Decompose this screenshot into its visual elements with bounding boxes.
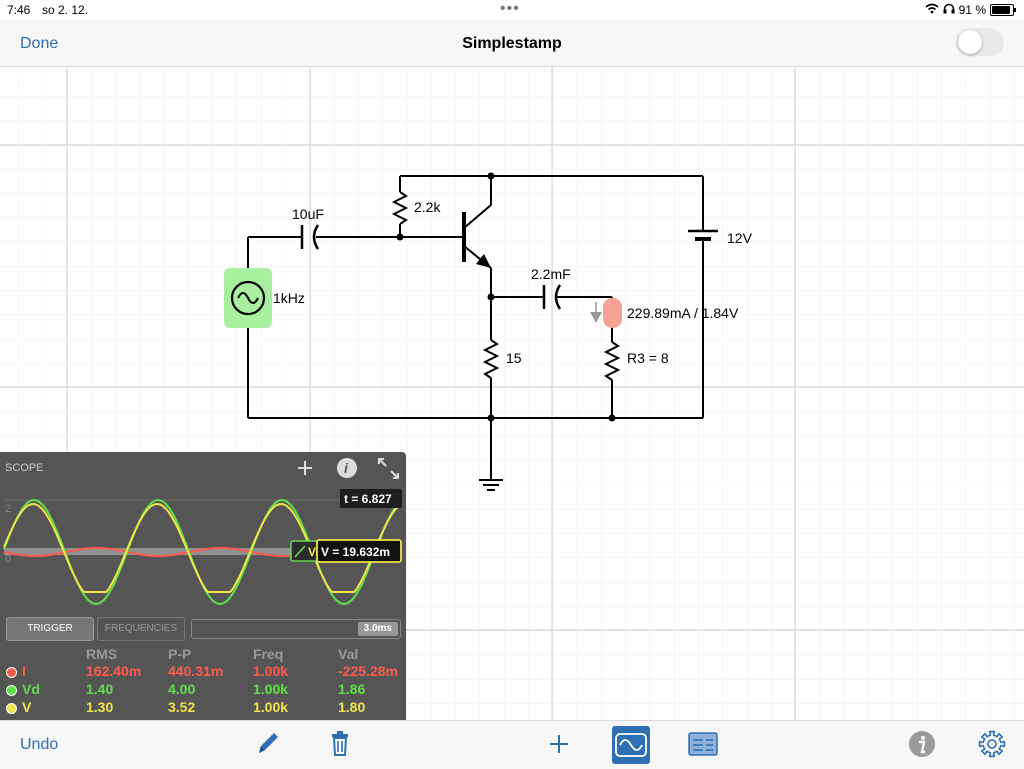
bottom-toolbar: Undo xyxy=(0,720,1024,769)
status-time: 7:46 xyxy=(7,3,31,17)
frequencies-button[interactable]: FREQUENCIES xyxy=(97,617,185,641)
add-component-icon[interactable] xyxy=(547,729,571,762)
stat-vd-freq: 1.00k xyxy=(253,681,289,697)
stat-vd-name: Vd xyxy=(22,681,40,697)
settings-gear-icon[interactable] xyxy=(978,730,1006,763)
scope-voltage-text: V = 19.632m xyxy=(321,545,390,559)
stat-v-val: 1.80 xyxy=(338,699,366,715)
toggle-knob xyxy=(958,30,982,54)
status-right: 91 % xyxy=(925,3,1016,17)
wires xyxy=(247,175,704,480)
trace-i-dot[interactable] xyxy=(6,667,17,678)
scope-header-icons: i xyxy=(298,458,399,479)
svg-text:i: i xyxy=(344,460,349,476)
current-probe[interactable]: 229.89mA / 1.84V xyxy=(590,298,739,328)
probe-readout: 229.89mA / 1.84V xyxy=(627,305,739,321)
trace-v-dot[interactable] xyxy=(6,703,17,714)
done-button[interactable]: Done xyxy=(20,35,59,52)
battery-12v[interactable]: 12V xyxy=(688,220,753,246)
resistor-r3-label: R3 = 8 xyxy=(627,350,669,366)
scope-expand-icon[interactable] xyxy=(378,458,399,479)
junction-dots xyxy=(396,172,616,422)
stat-i-val: -225.28m xyxy=(338,663,398,679)
capacitor-2-2mf[interactable]: 2.2mF xyxy=(531,266,571,310)
wifi-icon xyxy=(925,3,939,17)
scope-plot[interactable]: 2 0 t = 6.827 V V = 19.632m xyxy=(0,452,406,612)
scope-y-top-label: 2 xyxy=(5,503,11,515)
stat-v-name: V xyxy=(22,699,32,715)
resistor-15[interactable]: 15 xyxy=(482,339,522,379)
scope-v-tag: V xyxy=(308,545,316,559)
capacitor-2-2mf-label: 2.2mF xyxy=(531,266,571,282)
stat-i-name: I xyxy=(22,663,26,679)
stat-v-freq: 1.00k xyxy=(253,699,289,715)
undo-button[interactable]: Undo xyxy=(20,736,59,753)
battery-percent: 91 % xyxy=(958,3,986,17)
info-icon[interactable] xyxy=(908,730,936,763)
simulation-toggle[interactable] xyxy=(956,28,1004,56)
stat-vd-rms: 1.40 xyxy=(86,681,114,697)
scope-view-icon[interactable] xyxy=(612,726,650,769)
ac-source-label: 1kHz xyxy=(273,290,305,306)
timebase-value: 3.0ms xyxy=(357,622,398,636)
stat-v-pp: 3.52 xyxy=(168,699,196,715)
status-bar: 7:46 so 2. 12. ••• 91 % xyxy=(0,0,1024,20)
ac-source-1khz[interactable]: 1kHz xyxy=(224,268,305,328)
multitasking-dots-icon[interactable]: ••• xyxy=(500,0,520,17)
list-view-icon[interactable] xyxy=(688,731,718,762)
trigger-button[interactable]: TRIGGER xyxy=(6,617,94,641)
trash-icon[interactable] xyxy=(329,729,351,762)
capacitor-10uf-label: 10uF xyxy=(292,206,324,222)
page-title: Simplestamp xyxy=(462,35,562,52)
stats-header-freq: Freq xyxy=(253,646,284,662)
stat-i-pp: 440.31m xyxy=(168,663,224,679)
scope-time-text: t = 6.827 xyxy=(344,492,392,506)
resistor-15-label: 15 xyxy=(506,350,522,366)
stat-vd-val: 1.86 xyxy=(338,681,366,697)
resistor-2-2k[interactable]: 2.2k xyxy=(391,191,441,225)
scope-y-zero-label: 0 xyxy=(5,553,11,565)
battery-icon xyxy=(990,4,1016,16)
capacitor-10uf[interactable]: 10uF xyxy=(292,206,324,250)
resistor-2-2k-label: 2.2k xyxy=(414,199,441,215)
transistor-npn[interactable] xyxy=(430,204,492,269)
stat-v-rms: 1.30 xyxy=(86,699,114,715)
timebase-slider[interactable]: 3.0ms xyxy=(191,619,401,639)
stats-header-rms: RMS xyxy=(86,646,118,662)
scope-panel[interactable]: SCOPE i 2 0 t = 6.827 V V = 19.632m xyxy=(0,452,406,720)
scope-slope-icon xyxy=(294,545,306,558)
ground-icon[interactable] xyxy=(479,479,503,491)
trace-v-wave xyxy=(3,503,401,593)
scope-zero-band xyxy=(4,548,400,555)
pencil-icon[interactable] xyxy=(255,729,281,762)
scope-add-icon[interactable] xyxy=(298,461,312,475)
headphones-icon xyxy=(943,3,955,17)
scope-title: SCOPE xyxy=(5,462,44,474)
nav-bar: Done Simplestamp xyxy=(0,20,1024,67)
stats-header-pp: P-P xyxy=(168,646,192,662)
resistor-r3[interactable]: R3 = 8 xyxy=(603,341,669,381)
stats-header-val: Val xyxy=(338,646,359,662)
trace-vd-dot[interactable] xyxy=(6,685,17,696)
stat-vd-pp: 4.00 xyxy=(168,681,196,697)
stat-i-rms: 162.40m xyxy=(86,663,142,679)
scope-info-icon[interactable]: i xyxy=(337,458,357,478)
battery-label: 12V xyxy=(727,230,753,246)
status-date: so 2. 12. xyxy=(42,3,89,17)
stat-i-freq: 1.00k xyxy=(253,663,289,679)
scope-time-tag: t = 6.827 xyxy=(340,489,402,508)
scope-voltage-tag: V V = 19.632m xyxy=(290,539,402,563)
